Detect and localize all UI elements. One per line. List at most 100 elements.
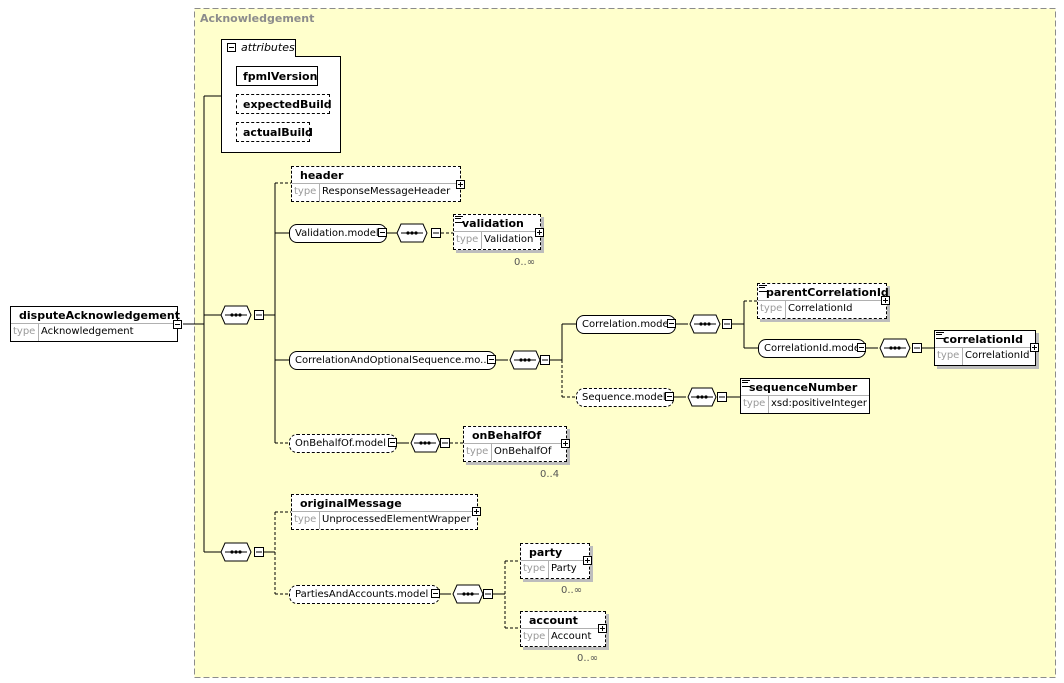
- sequence-dot: [897, 346, 901, 350]
- element-type: CorrelationId: [965, 350, 1030, 361]
- element-name: disputeAcknowledgement: [19, 309, 180, 322]
- type-key: type: [456, 234, 479, 245]
- documentation-icon: [742, 380, 750, 387]
- sequence-dot: [523, 358, 527, 362]
- cardinality-account: 0..∞: [577, 653, 599, 664]
- attributes-label: attributes: [241, 41, 295, 54]
- sequence-dot: [704, 395, 708, 399]
- account-expand-toggle[interactable]: [598, 624, 607, 633]
- element-sequencenumber[interactable]: sequenceNumber type xsd:positiveInteger: [740, 378, 870, 414]
- element-type: UnprocessedElementWrapper: [322, 514, 471, 525]
- parentcorrelationid-expand-toggle[interactable]: [881, 296, 890, 305]
- element-name: party: [529, 546, 563, 559]
- sequence-dot: [238, 313, 242, 317]
- sequence-dot: [414, 231, 418, 235]
- sequence-dot: [238, 550, 242, 554]
- type-key: type: [937, 350, 960, 361]
- originalmessage-expand-toggle[interactable]: [472, 507, 481, 516]
- party-expand-toggle[interactable]: [583, 556, 592, 565]
- sequence-dot: [423, 441, 427, 445]
- sequence-dot: [406, 231, 410, 235]
- element-name: validation: [462, 217, 524, 230]
- correlation-model-collapse-toggle[interactable]: [667, 319, 676, 328]
- type-key: type: [760, 303, 783, 314]
- sequence-dot: [707, 322, 711, 326]
- sequence-dot: [410, 231, 414, 235]
- onbehalfof-expand-toggle[interactable]: [561, 439, 570, 448]
- element-originalmessage[interactable]: originalMessage type UnprocessedElementWr…: [291, 494, 478, 530]
- sequence-dot: [527, 358, 531, 362]
- validation-expand-toggle[interactable]: [535, 228, 544, 237]
- header-expand-toggle[interactable]: [456, 180, 465, 189]
- element-type: Validation: [484, 234, 534, 245]
- element-name: correlationId: [943, 333, 1023, 346]
- element-parentcorrelationid[interactable]: parentCorrelationId type CorrelationId: [757, 283, 889, 319]
- group-parties-and-accounts-model[interactable]: PartiesAndAccounts.model: [289, 585, 440, 604]
- sequence-dot: [696, 395, 700, 399]
- element-header[interactable]: header type ResponseMessageHeader: [291, 166, 461, 202]
- root-element-disputeacknowledgement[interactable]: disputeAcknowledgement type Acknowledgeme…: [10, 306, 180, 342]
- sequence-dot: [703, 322, 707, 326]
- cardinality-validation: 0..∞: [514, 257, 536, 268]
- complex-type-title: Acknowledgement: [200, 12, 315, 25]
- element-name: originalMessage: [300, 497, 402, 510]
- root-collapse-toggle[interactable]: [173, 320, 182, 329]
- group-onbehalfof-model[interactable]: OnBehalfOf.model: [289, 434, 397, 453]
- sequence-dot: [893, 346, 897, 350]
- element-name: account: [529, 614, 578, 627]
- type-key: type: [294, 186, 317, 197]
- type-key: type: [743, 398, 766, 409]
- sequence-dot: [234, 550, 238, 554]
- type-key: type: [523, 563, 546, 574]
- correlation-seq-collapse-toggle[interactable]: [487, 355, 496, 364]
- sequence-dot: [462, 592, 466, 596]
- element-validation[interactable]: validation type Validation: [453, 214, 541, 250]
- attribute-expectedbuild[interactable]: expectedBuild: [236, 94, 332, 114]
- sequence-dot: [427, 441, 431, 445]
- documentation-icon: [936, 332, 944, 339]
- element-type: CorrelationId: [788, 303, 853, 314]
- element-type: xsd:positiveInteger: [771, 398, 868, 409]
- group-sequence-model[interactable]: Sequence.model: [576, 388, 674, 407]
- cardinality-party: 0..∞: [561, 585, 583, 596]
- sequence-dot: [700, 395, 704, 399]
- type-key: type: [294, 514, 317, 525]
- element-type: OnBehalfOf: [494, 446, 552, 457]
- sequence-model-collapse-toggle[interactable]: [665, 392, 674, 401]
- onbehalfof-model-collapse-toggle[interactable]: [388, 438, 397, 447]
- group-validation-model[interactable]: Validation.model: [289, 224, 387, 243]
- attribute-actualbuild[interactable]: actualBuild: [236, 122, 313, 142]
- group-correlationid-model[interactable]: CorrelationId.model: [758, 339, 866, 358]
- sequence-dot: [234, 313, 238, 317]
- element-name: parentCorrelationId: [766, 286, 889, 299]
- sequence-dot: [699, 322, 703, 326]
- correlationid-expand-toggle[interactable]: [1030, 343, 1039, 352]
- attributes-collapse-toggle[interactable]: [227, 43, 236, 52]
- cardinality-onbehalfof: 0..4: [540, 469, 560, 480]
- correlationid-model-collapse-toggle[interactable]: [857, 343, 866, 352]
- element-type: Acknowledgement: [41, 326, 134, 337]
- sequence-dot: [889, 346, 893, 350]
- element-type: Account: [551, 631, 592, 642]
- parties-accounts-collapse-toggle[interactable]: [431, 589, 440, 598]
- validation-model-collapse-toggle[interactable]: [378, 228, 387, 237]
- type-key: type: [13, 326, 36, 337]
- element-name: sequenceNumber: [749, 381, 858, 394]
- sequence-dot: [230, 550, 234, 554]
- sequence-dot: [230, 313, 234, 317]
- element-type: ResponseMessageHeader: [322, 186, 451, 197]
- sequence-dot: [519, 358, 523, 362]
- attribute-fpmlversion[interactable]: fpmlVersion: [236, 66, 318, 86]
- group-correlation-and-optional-sequence[interactable]: CorrelationAndOptionalSequence.mo...: [289, 351, 496, 370]
- sequence-dot: [419, 441, 423, 445]
- element-name: header: [300, 169, 344, 182]
- sequence-dot: [466, 592, 470, 596]
- group-correlation-model[interactable]: Correlation.model: [576, 315, 676, 334]
- element-correlationid[interactable]: correlationId type CorrelationId: [934, 330, 1036, 366]
- documentation-icon: [455, 216, 463, 223]
- element-name: onBehalfOf: [472, 429, 542, 442]
